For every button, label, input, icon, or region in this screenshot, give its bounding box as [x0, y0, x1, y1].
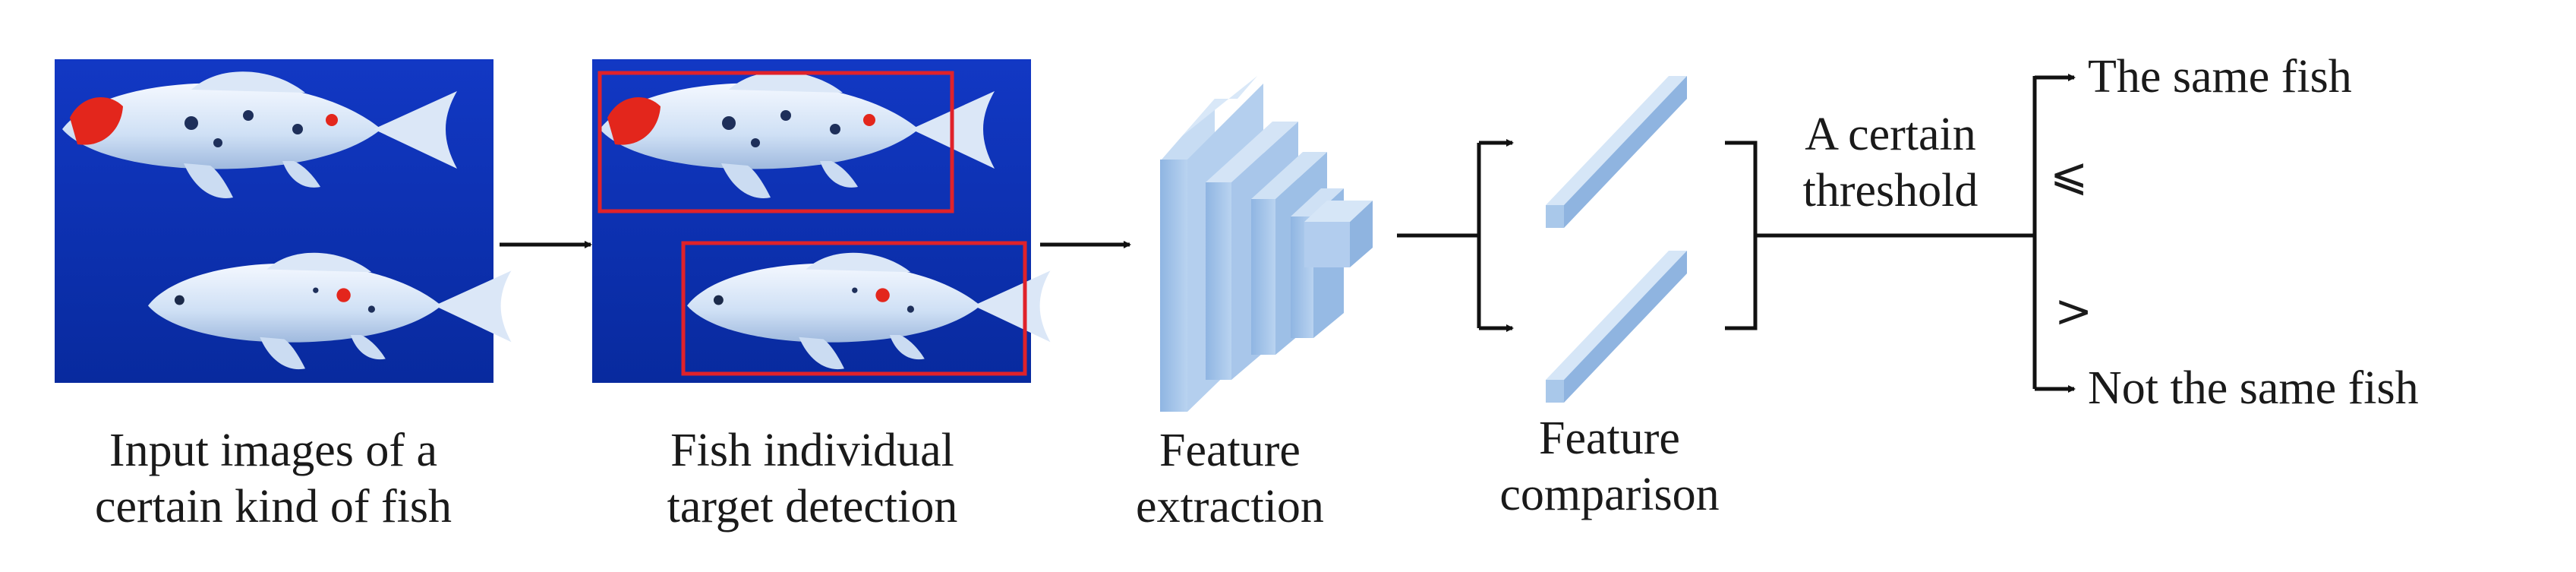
fish-icon — [600, 71, 995, 198]
caption-line: Fish individual — [670, 425, 954, 476]
input-images-caption: Input images of a certain kind of fish — [15, 422, 531, 535]
extraction-caption: Feature extraction — [1078, 422, 1382, 535]
caption-line: Feature — [1159, 425, 1301, 476]
caption-line: target detection — [667, 481, 958, 532]
comparison-caption: Feature comparison — [1458, 410, 1761, 523]
detection-box — [597, 71, 954, 213]
comparison-bracket — [1725, 76, 2037, 389]
not-same-fish-outcome: Not the same fish — [2088, 362, 2419, 414]
fish-icon — [62, 71, 457, 198]
detection-caption: Fish individual target detection — [577, 422, 1048, 535]
fish-icon — [148, 252, 512, 370]
detection-box — [681, 241, 1027, 376]
caption-line: extraction — [1136, 481, 1324, 532]
input-image-panel — [55, 59, 512, 383]
fish-icon — [687, 252, 1051, 370]
threshold-line: A certain — [1805, 109, 1976, 160]
caption-line: comparison — [1499, 469, 1720, 520]
feature-vector-icon — [1546, 76, 1687, 228]
caption-line: Input images of a — [109, 425, 438, 476]
less-or-equal-symbol: ⩽ — [2050, 148, 2089, 201]
split-connector — [1397, 139, 1514, 332]
detection-image-panel — [592, 59, 1051, 383]
threshold-label: A certain threshold — [1754, 106, 2027, 219]
caption-line: certain kind of fish — [94, 481, 452, 532]
greater-than-symbol: > — [2054, 285, 2093, 338]
cnn-layers-icon — [1160, 76, 1373, 412]
caption-line: Feature — [1539, 412, 1680, 464]
feature-vector-icon — [1546, 251, 1687, 403]
same-fish-outcome: The same fish — [2088, 51, 2352, 103]
threshold-line: threshold — [1802, 165, 1979, 216]
